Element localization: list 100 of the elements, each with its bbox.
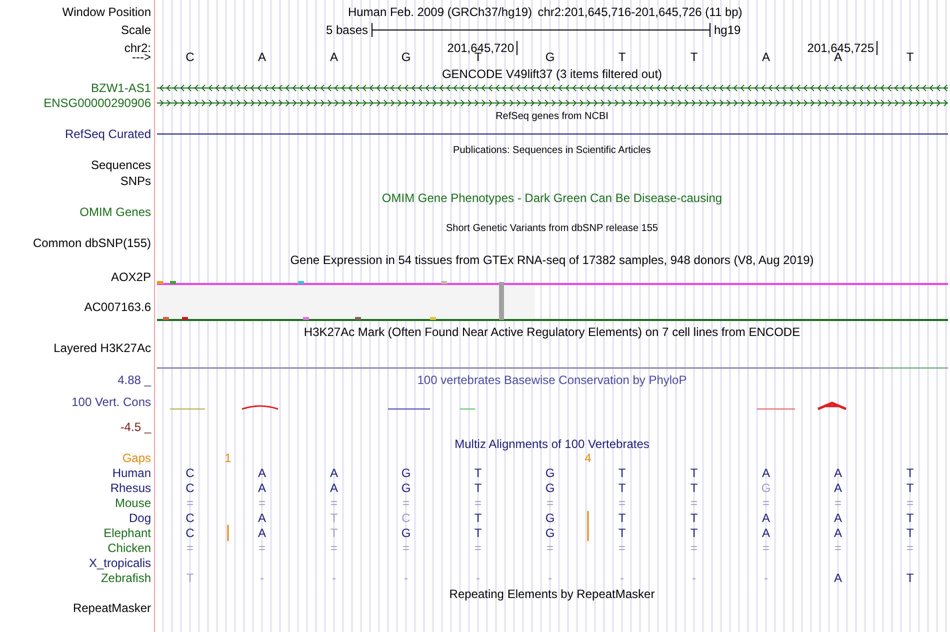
alignment-base: A bbox=[330, 481, 338, 495]
alignment-base: = bbox=[906, 541, 914, 555]
alignment-base: - bbox=[260, 571, 264, 585]
alignment-base: = bbox=[402, 496, 410, 510]
track-label: AC007163.6 bbox=[84, 300, 151, 314]
base-letter: A bbox=[762, 50, 770, 64]
coordinate-label: 201,645,725 bbox=[807, 41, 874, 55]
alignment-base: G bbox=[401, 481, 411, 495]
coordinate-label: 201,645,720 bbox=[447, 41, 514, 55]
alignment-base: = bbox=[186, 541, 194, 555]
track-label: Sequences bbox=[90, 158, 151, 172]
track-title: Short Genetic Variants from dbSNP release 155 bbox=[446, 223, 658, 235]
track-title: Gene Expression in 54 tissues from GTEx RNA-seq of 17382 samples, 948 donors (V8, Aug 2019) bbox=[290, 253, 814, 267]
alignment-base: A bbox=[834, 481, 842, 495]
track-title: Repeating Elements by RepeatMasker bbox=[449, 587, 655, 601]
alignment-base: G bbox=[545, 466, 555, 480]
track-label: SNPs bbox=[120, 174, 151, 188]
alignment-base: = bbox=[546, 541, 554, 555]
scale-label: 5 bases bbox=[326, 23, 368, 37]
alignment-base: C bbox=[186, 526, 194, 540]
species-label: Human bbox=[112, 466, 151, 480]
alignment-base: C bbox=[186, 481, 194, 495]
alignment-base: T bbox=[906, 511, 914, 525]
alignment-base: T bbox=[330, 511, 338, 525]
track-label: Gaps bbox=[122, 451, 151, 465]
alignment-base: = bbox=[330, 496, 338, 510]
alignment-base: = bbox=[186, 496, 194, 510]
alignment-base: A bbox=[258, 526, 266, 540]
alignment-base: G bbox=[401, 466, 411, 480]
alignment-base: = bbox=[906, 496, 914, 510]
alignment-base: = bbox=[618, 496, 626, 510]
alignment-base: A bbox=[762, 526, 770, 540]
track-label: Layered H3K27Ac bbox=[54, 341, 151, 355]
alignment-base: - bbox=[476, 571, 480, 585]
alignment-base: T bbox=[618, 481, 626, 495]
species-label: Mouse bbox=[114, 496, 151, 510]
base-letter: A bbox=[330, 50, 338, 64]
species-label: Chicken bbox=[108, 541, 151, 555]
alignment-base: A bbox=[834, 466, 842, 480]
base-letter: T bbox=[618, 50, 626, 64]
alignment-base: = bbox=[618, 541, 626, 555]
alignment-base: - bbox=[764, 571, 768, 585]
track-title: OMIM Gene Phenotypes - Dark Green Can Be Disease-causing bbox=[382, 191, 722, 205]
alignment-base: T bbox=[474, 481, 482, 495]
axis-value: -4.5 _ bbox=[120, 420, 151, 434]
alignment-base: = bbox=[834, 496, 842, 510]
alignment-base: = bbox=[690, 541, 698, 555]
alignment-base: T bbox=[906, 571, 914, 585]
alignment-base: A bbox=[834, 571, 842, 585]
alignment-base: = bbox=[474, 496, 482, 510]
species-label: Elephant bbox=[104, 526, 151, 540]
alignment-base: = bbox=[330, 541, 338, 555]
base-letter: T bbox=[690, 50, 698, 64]
track-title: H3K27Ac Mark (Often Found Near Active Regulatory Elements) on 7 cell lines from ENCODE bbox=[304, 325, 800, 339]
track-label: OMIM Genes bbox=[80, 205, 151, 219]
alignment-base: = bbox=[834, 541, 842, 555]
alignment-base: G bbox=[545, 526, 555, 540]
alignment-base: A bbox=[258, 481, 266, 495]
alignment-base: T bbox=[906, 526, 914, 540]
alignment-base: T bbox=[690, 511, 698, 525]
track-label: chr2: bbox=[124, 41, 151, 55]
alignment-base: T bbox=[474, 466, 482, 480]
track-label: RepeatMasker bbox=[72, 601, 151, 615]
track-label: 100 Vert. Cons bbox=[72, 395, 151, 409]
track-title: 100 vertebrates Basewise Conservation by PhyloP bbox=[417, 373, 687, 387]
alignment-base: T bbox=[474, 511, 482, 525]
alignment-base: - bbox=[620, 571, 624, 585]
track-label: Window Position bbox=[62, 5, 151, 19]
alignment-base: T bbox=[186, 571, 194, 585]
species-label: Rhesus bbox=[110, 481, 151, 495]
alignment-base: G bbox=[545, 511, 555, 525]
alignment-base: A bbox=[258, 466, 266, 480]
species-label: Dog bbox=[128, 511, 151, 525]
track-title: RefSeq genes from NCBI bbox=[496, 111, 608, 123]
alignment-base: = bbox=[546, 496, 554, 510]
track-title: Publications: Sequences in Scientific Articles bbox=[453, 145, 651, 157]
alignment-base: T bbox=[906, 481, 914, 495]
base-letter: G bbox=[545, 50, 555, 64]
assembly-label: Human Feb. 2009 (GRCh37/hg19) bbox=[348, 5, 532, 19]
alignment-base: T bbox=[906, 466, 914, 480]
track-label: Scale bbox=[120, 23, 151, 37]
alignment-base: A bbox=[258, 511, 266, 525]
alignment-base: A bbox=[834, 526, 842, 540]
base-letter: T bbox=[906, 50, 914, 64]
alignment-base: = bbox=[762, 496, 770, 510]
alignment-base: = bbox=[402, 541, 410, 555]
alignment-base: T bbox=[474, 526, 482, 540]
alignment-base: A bbox=[762, 511, 770, 525]
alignment-base: - bbox=[548, 571, 552, 585]
axis-value: 4.88 _ bbox=[118, 373, 151, 387]
alignment-base: - bbox=[692, 571, 696, 585]
alignment-base: C bbox=[402, 511, 410, 525]
alignment-base: - bbox=[404, 571, 408, 585]
alignment-base: A bbox=[330, 466, 338, 480]
alignment-base: T bbox=[690, 526, 698, 540]
gap-count: 4 bbox=[584, 451, 592, 465]
alignment-base: G bbox=[761, 481, 771, 495]
alignment-base: G bbox=[401, 526, 411, 540]
alignment-base: = bbox=[258, 496, 266, 510]
alignment-base: T bbox=[330, 526, 338, 540]
